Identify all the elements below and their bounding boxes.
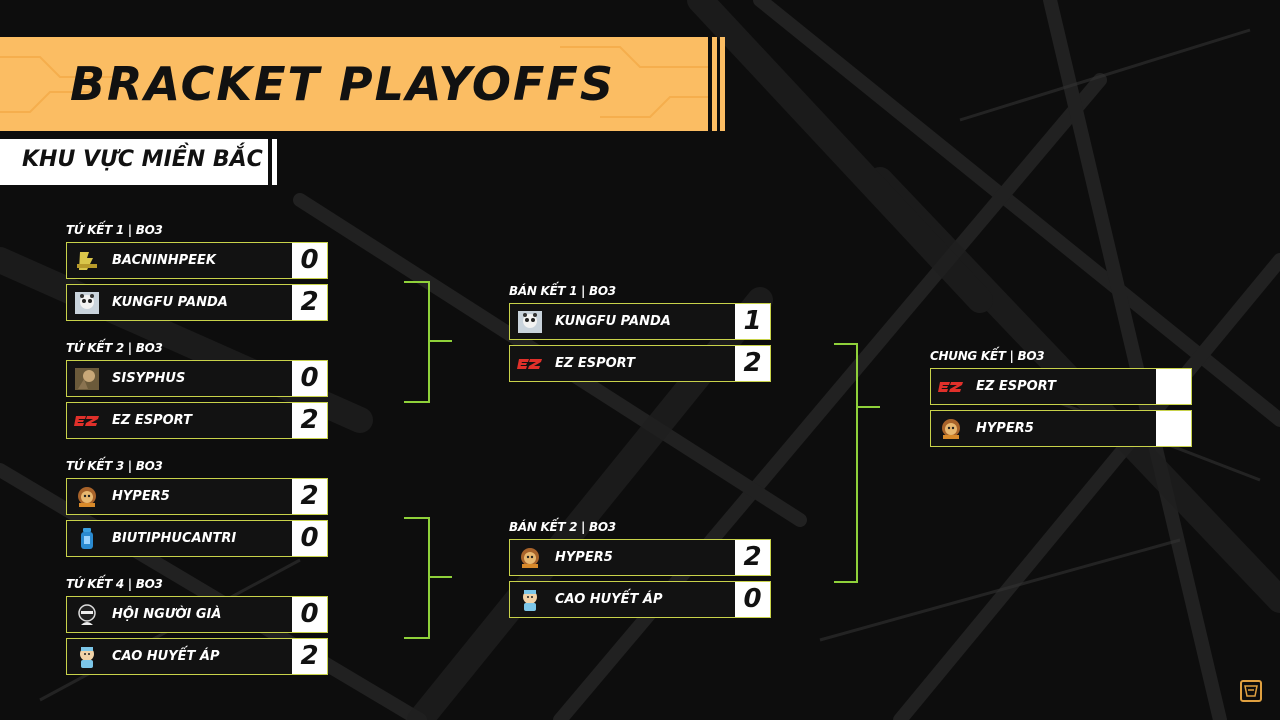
team-name: HYPER5 — [555, 550, 613, 565]
cao-huyet-ap-logo-icon — [74, 645, 100, 669]
banner-stripe — [720, 37, 725, 131]
sisyphus-logo-icon — [74, 367, 100, 391]
team-row[interactable]: BIUTIPHUCANTRI 0 — [66, 520, 328, 557]
team-name: BACNINHPEEK — [112, 253, 216, 268]
match-label: TỨ KẾT 2 | BO3 — [66, 341, 163, 355]
team-row[interactable]: CAO HUYẾT ÁP 0 — [509, 581, 771, 618]
hyper5-logo-icon — [74, 485, 100, 509]
team-name: CAO HUYẾT ÁP — [112, 649, 220, 664]
team-name: HỘI NGƯỜI GIÀ — [112, 607, 222, 622]
score: 2 — [735, 540, 770, 575]
match-label: TỨ KẾT 4 | BO3 — [66, 577, 163, 591]
team-name: EZ ESPORT — [112, 413, 192, 428]
banner-pattern — [0, 46, 708, 118]
match-label: BÁN KẾT 2 | BO3 — [509, 520, 616, 534]
team-row[interactable]: CAO HUYẾT ÁP 2 — [66, 638, 328, 675]
hoi-nguoi-gia-logo-icon — [74, 603, 100, 627]
score: 2 — [292, 639, 327, 674]
hyper5-logo-icon — [517, 546, 543, 570]
bracket-connector — [428, 576, 452, 578]
page-title: BRACKET PLAYOFFS — [70, 57, 615, 111]
score: 1 — [735, 304, 770, 339]
ez-esport-logo-icon — [517, 352, 543, 376]
match-label: TỨ KẾT 3 | BO3 — [66, 459, 163, 473]
banner-stripe — [712, 37, 717, 131]
team-name: SISYPHUS — [112, 371, 186, 386]
team-row[interactable]: SISYPHUS 0 — [66, 360, 328, 397]
score: 2 — [292, 403, 327, 438]
kungfu-panda-logo-icon — [74, 291, 100, 315]
region-title: KHU VỰC MIỀN BẮC — [22, 147, 263, 172]
bracket-connector — [404, 517, 430, 639]
team-name: HYPER5 — [976, 421, 1034, 436]
team-name: BIUTIPHUCANTRI — [112, 531, 237, 546]
score: 0 — [292, 597, 327, 632]
score: 2 — [735, 346, 770, 381]
bracket-connector — [834, 343, 858, 583]
kungfu-panda-logo-icon — [517, 310, 543, 334]
team-row[interactable]: HỘI NGƯỜI GIÀ 0 — [66, 596, 328, 633]
score — [1156, 411, 1191, 446]
hyper5-logo-icon — [938, 417, 964, 441]
team-row[interactable]: KUNGFU PANDA 2 — [66, 284, 328, 321]
team-row[interactable]: HYPER5 2 — [66, 478, 328, 515]
cao-huyet-ap-logo-icon — [517, 588, 543, 612]
team-name: EZ ESPORT — [555, 356, 635, 371]
match-label: TỨ KẾT 1 | BO3 — [66, 223, 163, 237]
team-row[interactable]: EZ ESPORT 2 — [509, 345, 771, 382]
region-banner: KHU VỰC MIỀN BẮC — [0, 139, 268, 185]
team-name: KUNGFU PANDA — [112, 295, 228, 310]
team-row[interactable]: HYPER5 — [930, 410, 1192, 447]
team-name: HYPER5 — [112, 489, 170, 504]
bracket-connector — [856, 406, 880, 408]
team-row[interactable]: BACNINHPEEK 0 — [66, 242, 328, 279]
team-name: KUNGFU PANDA — [555, 314, 671, 329]
biutiphucantri-logo-icon — [74, 527, 100, 551]
team-row[interactable]: EZ ESPORT 2 — [66, 402, 328, 439]
team-name: CAO HUYẾT ÁP — [555, 592, 663, 607]
bracket-connector — [428, 340, 452, 342]
ez-esport-logo-icon — [938, 375, 964, 399]
team-row[interactable]: KUNGFU PANDA 1 — [509, 303, 771, 340]
score: 2 — [292, 285, 327, 320]
match-label: CHUNG KẾT | BO3 — [930, 349, 1045, 363]
bracket-connector — [404, 281, 430, 403]
score: 0 — [292, 361, 327, 396]
team-row[interactable]: EZ ESPORT — [930, 368, 1192, 405]
match-label: BÁN KẾT 1 | BO3 — [509, 284, 616, 298]
score: 2 — [292, 479, 327, 514]
ez-esport-logo-icon — [74, 409, 100, 433]
score — [1156, 369, 1191, 404]
score: 0 — [292, 243, 327, 278]
bacninhpeek-logo-icon — [74, 249, 100, 273]
title-banner: BRACKET PLAYOFFS — [0, 37, 708, 131]
team-row[interactable]: HYPER5 2 — [509, 539, 771, 576]
score: 0 — [735, 582, 770, 617]
region-stripe — [272, 139, 277, 185]
score: 0 — [292, 521, 327, 556]
team-name: EZ ESPORT — [976, 379, 1056, 394]
tournament-logo-icon — [1240, 680, 1262, 702]
